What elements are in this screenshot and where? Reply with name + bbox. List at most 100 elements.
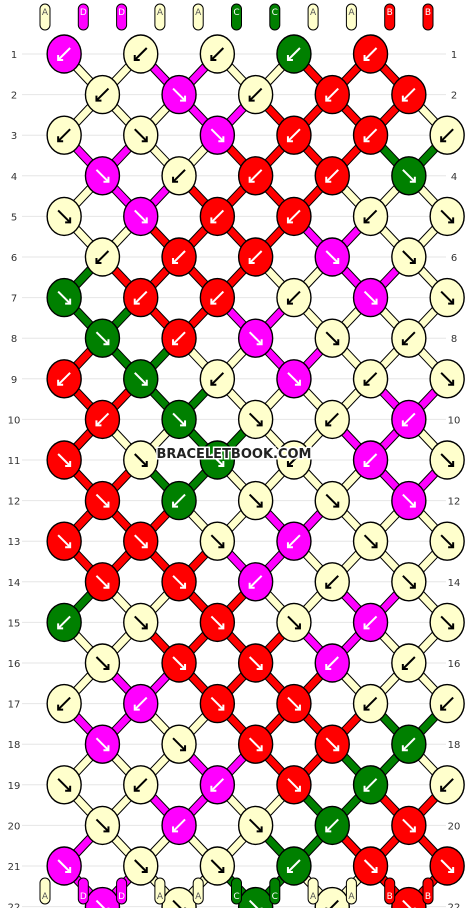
row-number-left: 1: [11, 50, 17, 61]
knot: [200, 360, 234, 398]
knot: [430, 360, 464, 398]
knot: [277, 116, 311, 154]
string-letter: C: [272, 8, 278, 18]
string-letter: B: [387, 892, 393, 902]
knot: [392, 76, 426, 114]
knot: [162, 319, 196, 357]
knot: [392, 644, 426, 682]
knot: [277, 197, 311, 235]
string-letter: D: [80, 8, 87, 18]
knot: [47, 279, 81, 317]
knot: [239, 644, 273, 682]
string-letter: B: [425, 892, 431, 902]
knot: [315, 319, 349, 357]
knot: [124, 279, 158, 317]
row-number-left: 16: [8, 659, 21, 670]
knot: [239, 482, 273, 520]
row-number-right: 10: [448, 415, 461, 426]
string-letter: A: [348, 8, 355, 18]
knot: [277, 847, 311, 885]
knot: [354, 116, 388, 154]
knot: [277, 766, 311, 804]
row-number-left: 18: [8, 740, 21, 751]
knot: [277, 522, 311, 560]
knot: [200, 847, 234, 885]
knot: [430, 685, 464, 723]
knot: [392, 157, 426, 195]
string-letter: A: [195, 892, 202, 902]
string-letter: D: [80, 892, 87, 902]
row-number-left: 2: [11, 91, 17, 102]
knot: [47, 441, 81, 479]
knot: [162, 400, 196, 438]
string-letter: B: [387, 8, 393, 18]
knot: [315, 482, 349, 520]
string-letter: A: [310, 8, 317, 18]
row-number-left: 11: [8, 456, 21, 467]
row-number-left: 9: [11, 375, 17, 386]
knot: [277, 685, 311, 723]
knot: [392, 725, 426, 763]
knot: [354, 197, 388, 235]
string-letter: D: [118, 892, 125, 902]
knot: [162, 482, 196, 520]
row-number-left: 10: [8, 415, 21, 426]
knot: [354, 360, 388, 398]
knot: [47, 360, 81, 398]
string-letter: A: [310, 892, 317, 902]
row-number-right: 22: [448, 903, 461, 908]
knot: [124, 603, 158, 641]
knot: [200, 522, 234, 560]
knot: [315, 644, 349, 682]
string-letter: A: [157, 892, 164, 902]
knot: [200, 279, 234, 317]
knot-grid: [47, 35, 464, 908]
string-letter: B: [425, 8, 431, 18]
string-letter: A: [157, 8, 164, 18]
knot: [354, 766, 388, 804]
knot: [85, 400, 119, 438]
row-number-right: 4: [451, 172, 457, 183]
knot: [85, 157, 119, 195]
knot: [124, 847, 158, 885]
knot: [315, 76, 349, 114]
row-number-right: 2: [451, 91, 457, 102]
row-number-right: 6: [451, 253, 457, 264]
knot: [47, 197, 81, 235]
knot: [162, 725, 196, 763]
knot: [124, 522, 158, 560]
row-number-left: 20: [8, 821, 21, 832]
knot: [124, 766, 158, 804]
knot: [200, 603, 234, 641]
knot: [162, 238, 196, 276]
knot: [354, 279, 388, 317]
knot: [392, 482, 426, 520]
string-letter: A: [42, 8, 49, 18]
string-letter: A: [348, 892, 355, 902]
knot: [315, 400, 349, 438]
row-number-left: 5: [11, 212, 17, 223]
knot: [200, 35, 234, 73]
knot: [430, 116, 464, 154]
string-letter: C: [233, 8, 239, 18]
row-number-right: 14: [448, 578, 461, 589]
knot: [162, 157, 196, 195]
knot: [354, 685, 388, 723]
knot: [85, 644, 119, 682]
knot: [162, 644, 196, 682]
row-number-right: 16: [448, 659, 461, 670]
knot: [392, 400, 426, 438]
knot: [124, 360, 158, 398]
knot: [315, 725, 349, 763]
knot: [239, 563, 273, 601]
knot: [277, 360, 311, 398]
knot: [239, 806, 273, 844]
row-number-left: 6: [11, 253, 17, 264]
knot: [47, 35, 81, 73]
knot: [124, 441, 158, 479]
knot: [430, 441, 464, 479]
knot: [47, 603, 81, 641]
knot: [354, 603, 388, 641]
